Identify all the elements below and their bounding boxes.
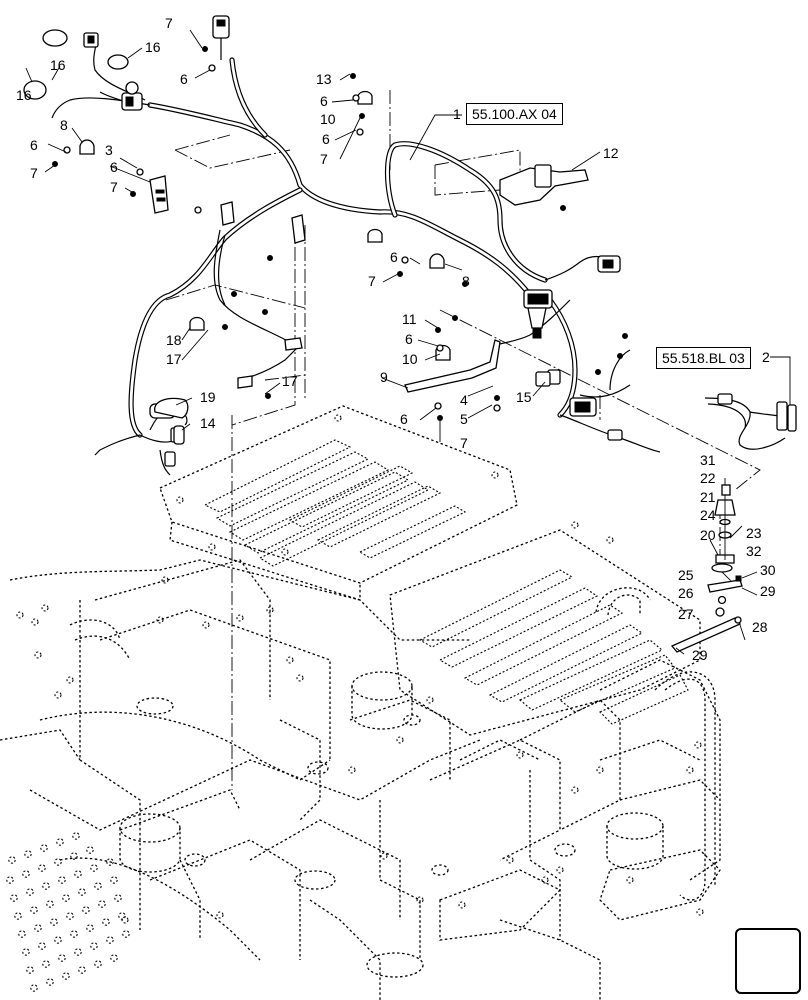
callout-7d: 7 (320, 151, 328, 167)
callout-16b: 16 (50, 57, 66, 73)
callout-30: 30 (760, 562, 776, 578)
callout-9: 9 (380, 369, 388, 385)
callout-23: 23 (746, 525, 762, 541)
ring-16b (107, 54, 129, 70)
callout-20: 20 (700, 527, 716, 543)
callout-15: 15 (516, 389, 532, 405)
next-page-button[interactable] (735, 928, 801, 994)
callout-21: 21 (700, 489, 716, 505)
sensor-stack (670, 478, 743, 653)
callout-10a: 10 (320, 111, 336, 127)
perforated-plate (6, 832, 130, 992)
hardware-parts (23, 29, 743, 653)
callout-19: 19 (200, 389, 216, 405)
callout-4: 4 (460, 392, 468, 408)
callout-32: 32 (746, 543, 762, 559)
callout-7b: 7 (30, 165, 38, 181)
callout-7a: 7 (165, 15, 173, 31)
callout-11: 11 (402, 311, 417, 327)
callout-14: 14 (200, 415, 216, 431)
callout-25: 25 (678, 567, 694, 583)
callout-3: 3 (105, 142, 113, 158)
harness-connectors (83, 15, 797, 467)
callout-8a: 8 (60, 117, 68, 133)
callout-12: 12 (603, 145, 619, 161)
callout-17a: 17 (282, 373, 298, 389)
callout-8b: 8 (462, 273, 470, 289)
callout-13: 13 (316, 71, 332, 87)
wire-harness-main (128, 57, 578, 438)
callout-17b: 17 (166, 351, 182, 367)
callout-29a: 29 (760, 583, 776, 599)
machine-frame (0, 405, 721, 1000)
leader-lines (25, 29, 791, 655)
callout-6d: 6 (320, 93, 328, 109)
callout-labels: 1 2 3 4 5 6 6 6 6 6 6 6 6 7 7 7 7 7 7 8 … (16, 15, 776, 663)
callout-16a: 16 (145, 39, 161, 55)
callout-5: 5 (460, 411, 468, 427)
callout-7c: 7 (110, 179, 118, 195)
callout-6e: 6 (322, 131, 330, 147)
callout-18: 18 (166, 332, 182, 348)
callout-6b: 6 (180, 71, 188, 87)
callout-31: 31 (700, 452, 716, 468)
ring-16c (23, 80, 47, 100)
callout-24: 24 (700, 507, 716, 523)
callout-16c: 16 (16, 87, 32, 103)
callout-28: 28 (752, 619, 768, 635)
ring-16a (42, 29, 68, 47)
callout-22: 22 (700, 470, 716, 486)
callout-1: 1 (453, 106, 461, 122)
callout-6g: 6 (405, 331, 413, 347)
callout-27: 27 (678, 606, 694, 622)
reference-link-55-518-bl-03[interactable]: 55.518.BL 03 (656, 347, 751, 369)
callout-6c: 6 (110, 159, 118, 175)
callout-7f: 7 (460, 435, 468, 451)
callout-10b: 10 (402, 351, 418, 367)
callout-26: 26 (678, 585, 694, 601)
callout-2: 2 (762, 349, 770, 365)
callout-7e: 7 (368, 273, 376, 289)
reference-link-55-100-ax-04[interactable]: 55.100.AX 04 (466, 103, 563, 125)
callout-6f: 6 (390, 249, 398, 265)
callout-29b: 29 (692, 647, 708, 663)
callout-6a: 6 (30, 137, 38, 153)
callout-6h: 6 (400, 411, 408, 427)
